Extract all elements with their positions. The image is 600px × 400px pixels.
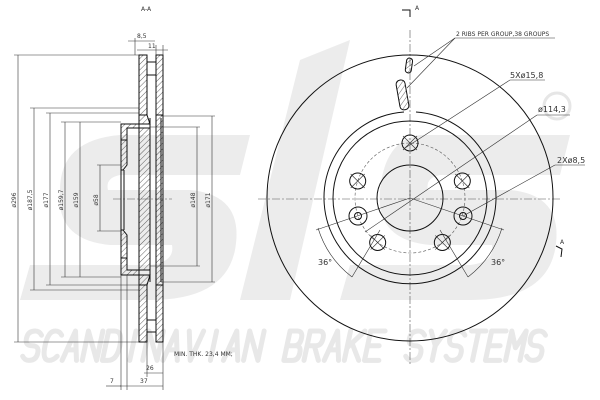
watermark-letter	[304, 331, 325, 360]
watermark-letter	[244, 331, 265, 360]
dim-7: 7	[110, 378, 114, 385]
bolt-hole-crosshair	[435, 235, 450, 250]
watermark-letter	[506, 331, 527, 360]
watermark-letter	[62, 331, 83, 360]
dim-d58: ø58	[93, 194, 100, 205]
watermark-letter	[130, 331, 136, 360]
hat-outer-ring	[323, 111, 497, 285]
bolt-hole	[433, 233, 451, 251]
section-view: A-A ø296 ø187,5	[11, 6, 233, 390]
dim-26: 26	[146, 365, 154, 372]
angle-right: 36°	[491, 258, 505, 267]
pcd-callout: ø114,3	[538, 105, 566, 114]
watermark-letter	[405, 331, 426, 360]
bolt-hole	[453, 172, 471, 190]
bolt-hole-callout: 5Xø15,8	[510, 71, 543, 80]
bolt-hole-crosshair	[350, 173, 365, 189]
bolt-hole	[369, 233, 387, 251]
dim-d159: ø159	[73, 192, 80, 207]
watermark-letter	[526, 331, 547, 360]
dim-d296: ø296	[11, 192, 18, 207]
dim-d187-5: ø187,5	[27, 189, 34, 210]
watermark-letter	[485, 331, 506, 360]
watermark-letter	[284, 331, 305, 360]
bolt-hole	[401, 134, 419, 152]
watermark-letter	[223, 331, 244, 360]
dim-37: 37	[140, 378, 148, 385]
bolt-hole	[349, 172, 367, 190]
bolt-holes	[349, 134, 471, 251]
angle-left: 36°	[318, 258, 332, 267]
front-view: A A 2 RIBS PER GROUP,38 GROUPS 5Xø15,8	[258, 5, 585, 365]
watermark-letter	[344, 331, 365, 360]
watermark-letter	[445, 331, 466, 360]
watermark-letter	[42, 331, 63, 360]
aux-holes	[348, 206, 473, 226]
watermark-letter	[364, 331, 385, 360]
watermark-letter	[22, 331, 43, 360]
watermark-letter	[465, 331, 486, 360]
dim-11: 11	[148, 43, 156, 50]
watermark-letter	[82, 331, 103, 360]
section-title: A-A	[141, 6, 152, 13]
dim-d159-7: ø159,7	[58, 189, 65, 210]
watermark-letter	[210, 331, 216, 360]
watermark-letter	[183, 331, 204, 360]
watermark-letter	[143, 331, 164, 360]
ribs-note: 2 RIBS PER GROUP,38 GROUPS	[456, 31, 549, 38]
watermark-letter	[324, 331, 345, 360]
disc-outer-edge	[266, 54, 554, 342]
dim-d171: ø171	[205, 192, 212, 207]
watermark-letter	[163, 331, 184, 360]
bolt-hole-crosshair	[370, 235, 385, 250]
bolt-hole-crosshair	[455, 173, 470, 189]
section-marker-top: A	[415, 5, 420, 12]
sbs-watermark-logo	[20, 40, 572, 360]
watermark-lettering	[22, 331, 547, 360]
min-thickness-note: MIN. THK. 23,4 MM;	[174, 351, 233, 358]
section-marker-right: A	[560, 239, 565, 246]
aux-hole-callout: 2Xø8,5	[557, 156, 585, 165]
dim-d148: ø148	[190, 192, 197, 207]
dim-d177: ø177	[43, 192, 50, 207]
dim-8-5: 8,5	[137, 33, 147, 40]
watermark-letter	[102, 331, 123, 360]
center-bore	[376, 164, 444, 232]
watermark-letter	[425, 331, 446, 360]
